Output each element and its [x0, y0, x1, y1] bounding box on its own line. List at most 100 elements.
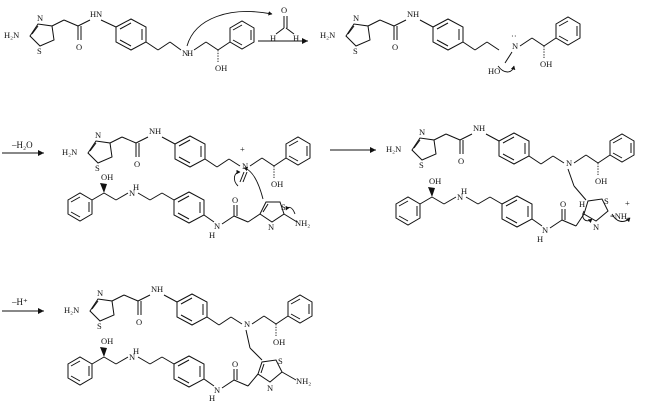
- carbonyl-o-label: O: [560, 199, 566, 209]
- thiazole-n-label: N: [353, 13, 359, 23]
- thiazole-ring: [257, 359, 283, 383]
- thiazole-n-label: N: [419, 127, 425, 137]
- amide-n-label: N: [407, 9, 413, 19]
- amine-label: H₂N: [62, 147, 77, 157]
- hydroxyl-wedge: [100, 183, 107, 193]
- amine-label: H₂N: [320, 30, 335, 40]
- secondary-amine-label: N: [182, 48, 188, 58]
- hydroxyl-label: OH: [271, 179, 283, 189]
- mirabegron-nucleophile: OH N H N H O S N NH₂: [67, 166, 310, 240]
- thiazole-ring: [345, 23, 371, 47]
- amide-n-label: N: [214, 221, 220, 231]
- amide-h-label: H: [413, 9, 419, 19]
- amine-label: H₂N: [386, 144, 401, 154]
- hydroxyl-label: OH: [215, 63, 227, 73]
- amide-h-label: H: [209, 230, 215, 240]
- thiazole-n-label: N: [267, 383, 273, 393]
- hydroxyl-label: OH: [101, 172, 113, 182]
- carbonyl-o-label: O: [392, 42, 398, 52]
- deprotonation-arrow: [582, 210, 593, 224]
- thiazole-s-label: S: [419, 160, 424, 170]
- thiazole-ring: [87, 140, 113, 164]
- formaldehyde-h-right: H: [293, 33, 299, 43]
- phenyl-ring: [555, 16, 581, 46]
- amide-n-label: N: [149, 126, 155, 136]
- thiazole-s-label: S: [604, 196, 609, 206]
- phenyl-ring: [287, 294, 313, 324]
- thiazole-n-label: N: [37, 13, 43, 23]
- step-condition-proton-loss: –H⁺: [11, 297, 28, 307]
- amide-n-label: N: [542, 225, 548, 235]
- phenyl-ring: [609, 133, 635, 163]
- amine-n-label: N: [512, 41, 518, 51]
- iminium-arrow: [233, 169, 241, 187]
- step-condition-water-loss: –H₂O: [11, 140, 33, 150]
- amine-label: H₂N: [64, 305, 79, 315]
- carbonyl-o-label: O: [232, 195, 238, 205]
- hydroxyl-wedge: [428, 187, 435, 197]
- secondary-amine-h-label: H: [187, 48, 193, 58]
- mannich-product: H₂N N S O N H N OH: [64, 284, 313, 361]
- amide-h-label: H: [155, 126, 161, 136]
- phenyl-ring: [229, 20, 255, 50]
- formaldehyde-structure: O H H: [270, 5, 299, 43]
- amine-h-label: H: [133, 182, 139, 192]
- thiazole-ring: [259, 201, 285, 223]
- hydroxyl-label: OH: [540, 59, 552, 69]
- iminium-nh2-label: =NH₂: [610, 211, 630, 221]
- mannich-adduct-cation: H₂N N S O N H N OH: [386, 123, 635, 201]
- thiazole-n-label: N: [268, 222, 274, 232]
- hydroxyl-label: OH: [429, 176, 441, 186]
- amide-n-label: N: [151, 284, 157, 294]
- hemiaminal-ho-label: HO: [488, 66, 500, 76]
- amine-h-label: H: [133, 346, 139, 356]
- tautomer-arrow: [611, 213, 631, 223]
- thiazole-n-label: N: [95, 130, 101, 140]
- formaldehyde-h-left: H: [270, 33, 276, 43]
- carbonyl-o-label: O: [76, 42, 82, 52]
- thiazole-s-label: S: [97, 321, 102, 331]
- nucleophilic-attack-arrow: [186, 11, 273, 47]
- enamine-attack-arrow: [243, 166, 264, 200]
- amine-n-label: N: [129, 188, 135, 198]
- elimination-arrow: [497, 65, 516, 73]
- hemiaminal-structure: H₂N N S O N H ·· N OH HO: [320, 9, 581, 76]
- thiazole-s-label: S: [353, 46, 358, 56]
- hydroxyl-wedge: [100, 347, 107, 357]
- push-arrow: [285, 205, 296, 215]
- amide-h-label: H: [537, 234, 543, 244]
- carbonyl-o-label: O: [134, 159, 140, 169]
- iminium-n-label: N: [242, 161, 248, 171]
- ring-h-label: H: [579, 199, 585, 209]
- thiazole-s-label: S: [95, 163, 100, 173]
- amide-h-label: H: [479, 123, 485, 133]
- thiazole-s-label: S: [37, 46, 42, 56]
- phenyl-ring: [285, 136, 311, 166]
- iminium-structure: H₂N N S O N H + N OH: [62, 126, 311, 189]
- carbonyl-o-label: O: [458, 156, 464, 166]
- amine-n-label: N: [457, 192, 463, 202]
- thiazole-ring: [29, 23, 55, 47]
- formaldehyde-o-label: O: [281, 5, 287, 15]
- amine-h-label: H: [461, 186, 467, 196]
- mannich-lower-fragment: OH N H N H O H S N + =NH₂: [395, 176, 631, 244]
- amine-label: H₂N: [4, 30, 19, 40]
- tertiary-n-label: N: [566, 158, 572, 168]
- iminium-charge: +: [625, 198, 630, 208]
- amide-h-label: H: [157, 284, 163, 294]
- thiazole-ring: [411, 137, 437, 161]
- amide-h-label: H: [209, 393, 215, 402]
- hydroxyl-label: OH: [273, 337, 285, 347]
- lone-pair-dots: ··: [511, 31, 517, 41]
- thiazole-ring: [89, 298, 115, 322]
- thiazoline-ring: [583, 198, 609, 222]
- amide-n-label: N: [96, 9, 102, 19]
- mannich-product-lower: OH N H N H O S N NH₂: [67, 336, 311, 402]
- amine-n-label: N: [129, 352, 135, 362]
- thiazole-n-label: N: [593, 222, 599, 232]
- amide-n-label: N: [473, 123, 479, 133]
- tertiary-n-label: N: [244, 319, 250, 329]
- mirabegron-structure: H₂N N S O H N N H OH: [4, 9, 255, 73]
- amine-nh2-label: NH₂: [295, 218, 310, 228]
